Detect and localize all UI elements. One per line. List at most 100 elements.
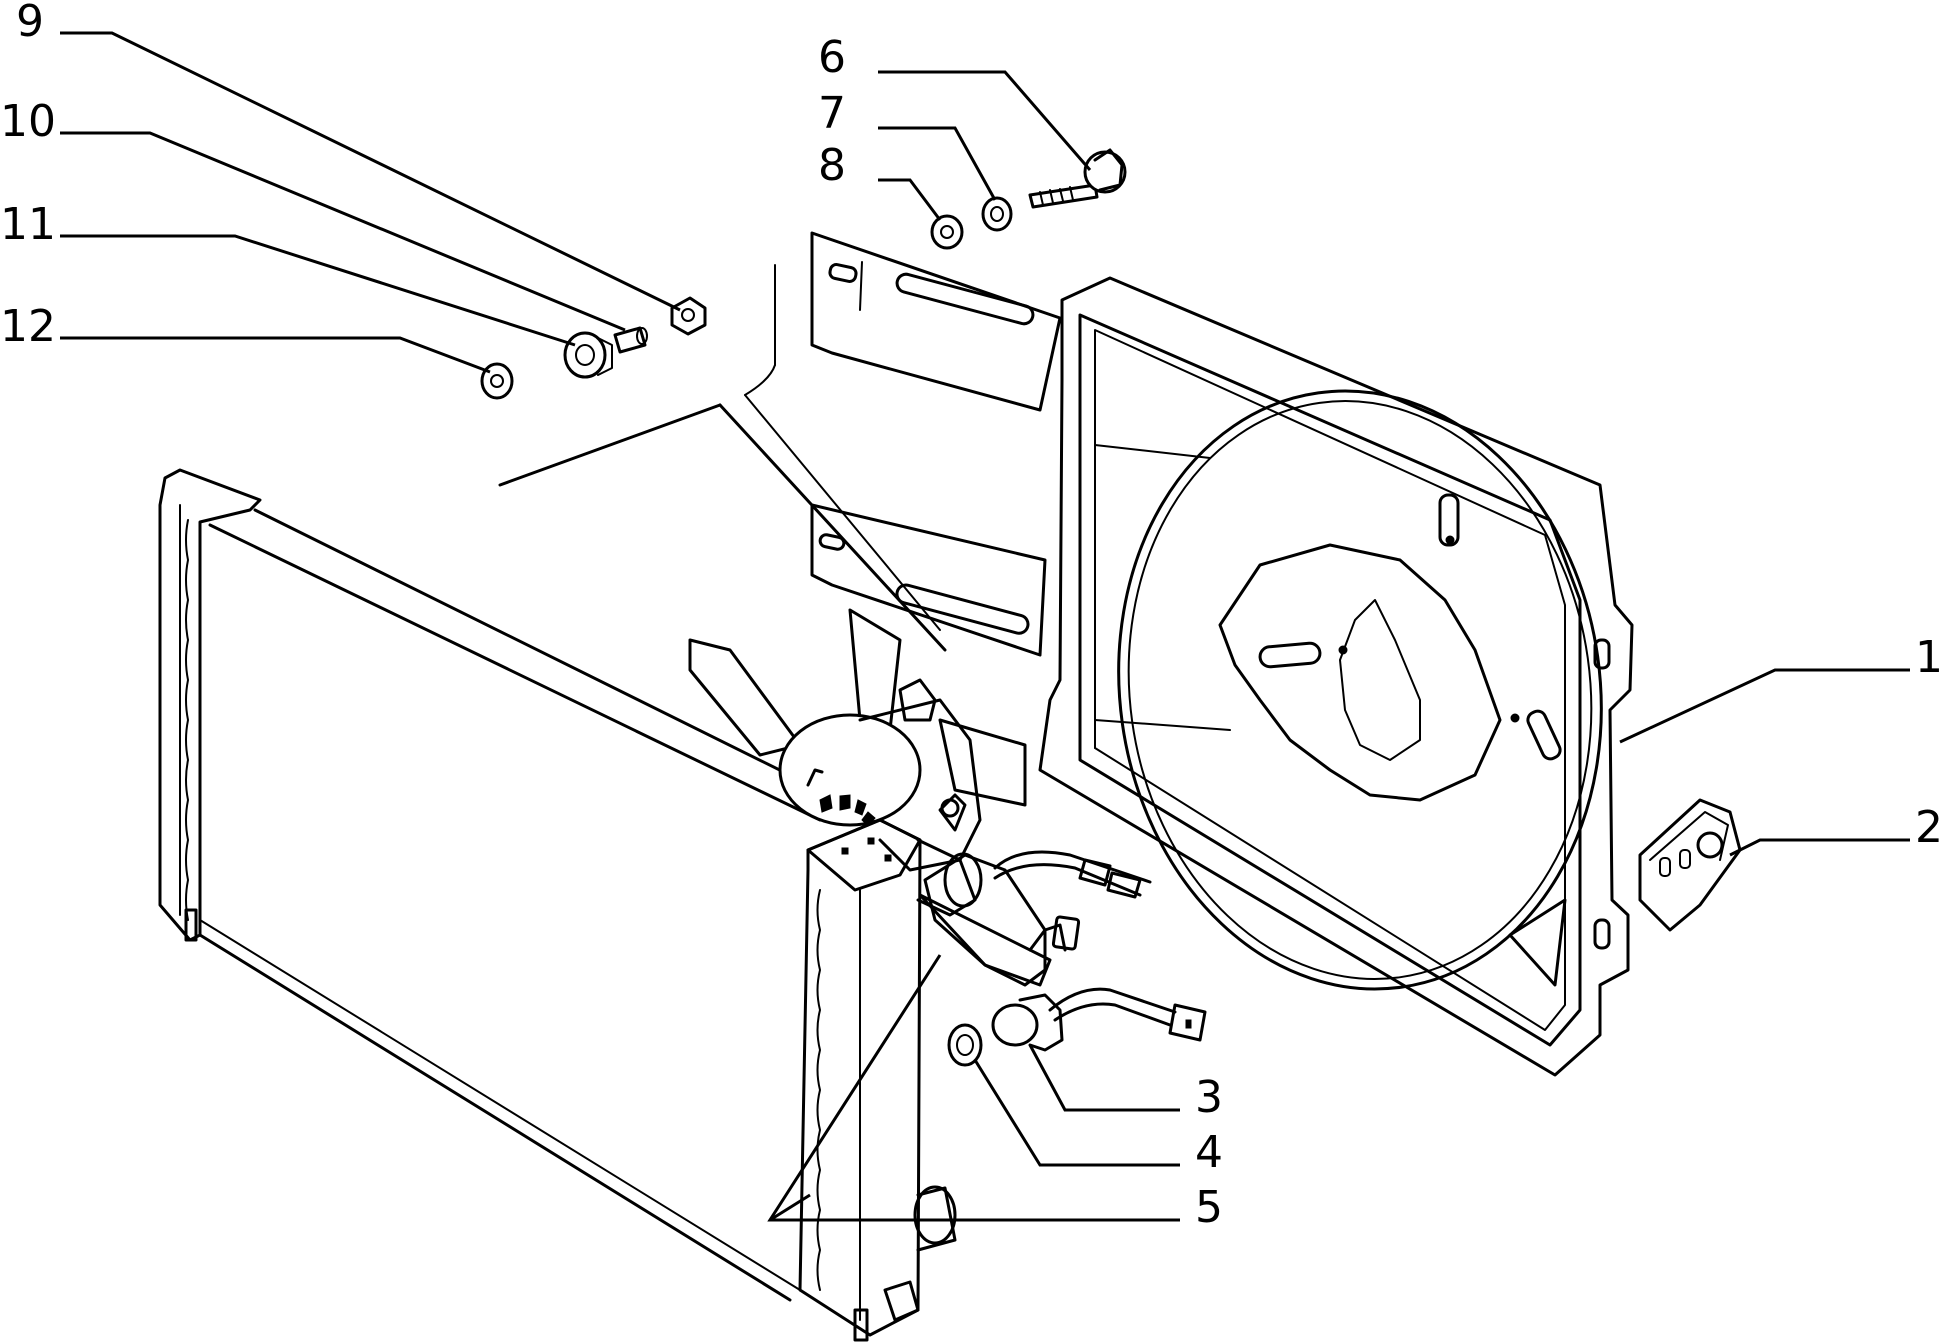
bolt-head-side xyxy=(1093,148,1124,192)
spring-washer-ring xyxy=(981,196,1013,232)
spacer-pin-body xyxy=(613,326,647,354)
leader-9 xyxy=(60,31,681,312)
mount-face xyxy=(1649,811,1729,861)
shroud-outer-frame xyxy=(1038,276,1634,1077)
small-washer-hole xyxy=(490,374,504,388)
leader-2 xyxy=(1729,838,1910,857)
mount-body xyxy=(1638,798,1742,932)
callout-1: 1 xyxy=(1915,632,1943,683)
lower-bracket-slot-long xyxy=(895,583,1030,635)
leader-10 xyxy=(60,131,626,332)
leader-5b xyxy=(769,1193,811,1222)
grommet-outer xyxy=(563,331,607,379)
rotation-arrow xyxy=(806,768,824,787)
right-tank-cap xyxy=(806,818,922,892)
bolt-shank xyxy=(1028,183,1099,209)
sealing-washer-hole xyxy=(956,1034,974,1056)
fan-wire xyxy=(993,863,1142,897)
bolt-thread xyxy=(1049,189,1054,204)
spacer-pin-end xyxy=(636,327,648,345)
spacer-pin xyxy=(613,326,648,354)
fan-motor-housing xyxy=(858,698,982,872)
callout-12: 12 xyxy=(0,301,56,352)
callout-2: 2 xyxy=(1915,802,1943,853)
rubber-mount-bracket xyxy=(1638,798,1742,932)
hub-vent xyxy=(839,794,851,811)
spring-washer xyxy=(981,196,1013,232)
bracket-edge xyxy=(859,261,863,311)
leader-4 xyxy=(973,1059,1180,1167)
tank-mark xyxy=(867,837,875,845)
shroud-side-tab xyxy=(1593,638,1611,670)
bolt xyxy=(1028,148,1127,209)
left-tank-seam xyxy=(185,519,189,921)
bracket-slot-long xyxy=(895,272,1035,326)
shroud-side-tab xyxy=(1593,918,1611,950)
leader-5a xyxy=(767,954,1180,1222)
radiator-core-top-2 xyxy=(253,508,822,792)
shroud-inner-frame-2 xyxy=(1094,329,1566,1031)
lower-bracket-slot xyxy=(818,533,846,551)
fan-motor-lower xyxy=(923,853,1047,987)
callout-4: 4 xyxy=(1195,1127,1223,1178)
grommet-inner xyxy=(575,344,595,366)
leader-6 xyxy=(878,70,1092,171)
radiator-core-line xyxy=(199,919,801,1291)
leader-7 xyxy=(878,126,997,201)
leader-8 xyxy=(878,178,942,221)
leader-11 xyxy=(60,234,576,347)
callout-10: 10 xyxy=(0,96,56,147)
fan-wire-connector xyxy=(1106,871,1142,899)
thermal-switch-wire xyxy=(1048,987,1177,1014)
shroud-corner-gusset xyxy=(1508,898,1567,987)
shroud-inner-frame xyxy=(1078,313,1582,1047)
small-washer-ring xyxy=(480,362,514,400)
flat-washer xyxy=(930,214,964,250)
shroud-spider-inner xyxy=(1339,599,1421,761)
motor-lead-plug xyxy=(1051,915,1081,951)
leader-1 xyxy=(1619,668,1910,744)
fan-blade-bottom xyxy=(918,893,1052,987)
fan-wire xyxy=(993,850,1152,884)
mount-grommet xyxy=(1696,831,1724,859)
fan-leader-cross xyxy=(498,403,722,487)
leader-3 xyxy=(1028,1044,1180,1112)
spider-hole xyxy=(1510,713,1520,723)
shroud-lower-bracket xyxy=(810,503,1047,657)
lower-pipe-end xyxy=(913,1185,957,1245)
nut-hole xyxy=(681,308,695,322)
fan-leader-cross xyxy=(744,364,776,396)
left-tank-pin xyxy=(184,908,198,942)
bolt-thread xyxy=(1039,191,1044,206)
motor-lead xyxy=(1028,923,1067,952)
spring-washer-hole xyxy=(990,206,1004,222)
callout-labels: 1 2 3 4 5 6 7 8 9 10 11 12 xyxy=(0,0,1943,1233)
rubber-grommet xyxy=(563,331,613,379)
callout-7: 7 xyxy=(818,88,846,139)
leader-12 xyxy=(60,336,491,374)
fan-hub xyxy=(778,713,922,827)
spider-hole xyxy=(1338,645,1348,655)
inner-wall xyxy=(1094,444,1211,459)
callout-5: 5 xyxy=(1195,1182,1223,1233)
radiator-core-bottom xyxy=(198,933,792,1302)
bracket-slot xyxy=(828,263,858,283)
thermal-switch-wire xyxy=(1053,1002,1172,1027)
thermal-switch xyxy=(991,987,1207,1052)
radiator-left-tank xyxy=(158,468,262,942)
connector-pin xyxy=(1185,1019,1192,1029)
shroud-top-bracket xyxy=(810,231,1062,412)
callout-3: 3 xyxy=(1195,1072,1223,1123)
sealing-washer-ring xyxy=(947,1023,983,1067)
callout-9: 9 xyxy=(16,0,44,47)
nut xyxy=(670,296,707,336)
right-tank-pin xyxy=(853,1308,869,1342)
electric-fan xyxy=(498,264,1152,987)
spider-hole xyxy=(1445,535,1455,545)
shroud-fan-ring xyxy=(1117,389,1603,991)
spider-slot-right xyxy=(1526,709,1562,761)
sealing-washer xyxy=(947,1023,983,1067)
leader-lines xyxy=(60,31,1910,1222)
fan-motor-mount xyxy=(898,678,937,722)
